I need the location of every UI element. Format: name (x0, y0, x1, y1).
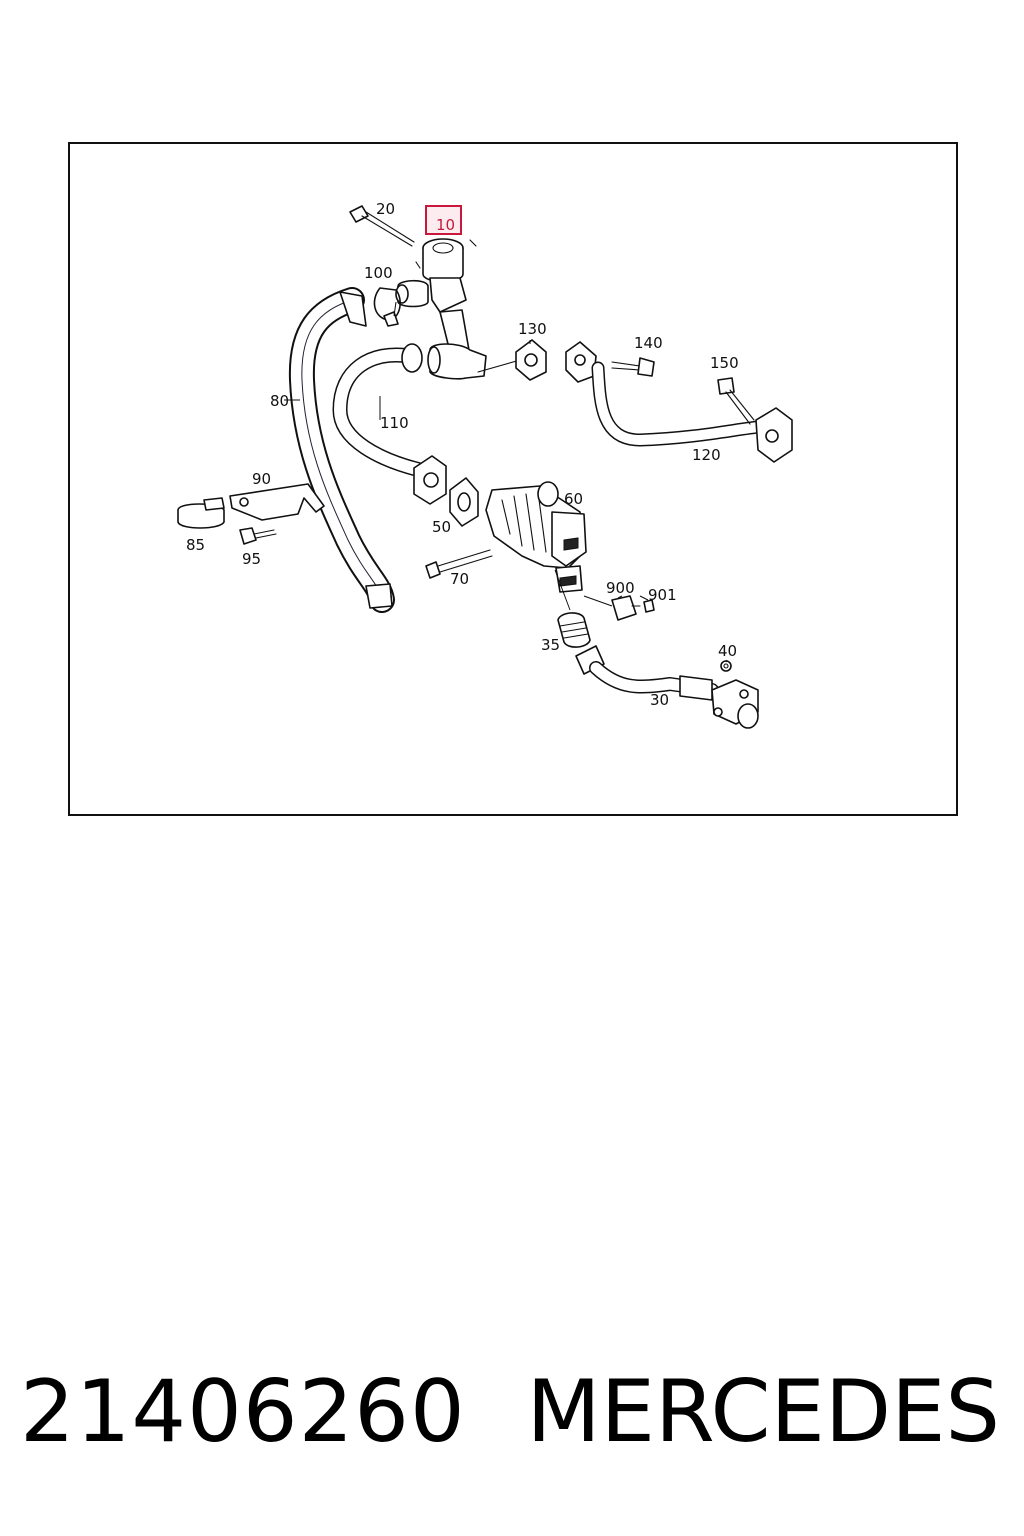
part-70-bolt[interactable] (425, 549, 493, 579)
part-130-gasket[interactable] (515, 339, 547, 381)
part-35-fitting[interactable] (557, 612, 591, 648)
part-110-pipe[interactable] (332, 343, 447, 505)
part-30-pipe[interactable] (575, 645, 759, 729)
callout-20[interactable]: 20 (376, 200, 395, 218)
callout-140[interactable]: 140 (634, 334, 663, 352)
part-120-pipe[interactable] (565, 341, 793, 463)
highlight-box (425, 205, 462, 235)
part-20-bolt[interactable] (349, 205, 415, 247)
callout-35[interactable]: 35 (541, 636, 560, 654)
callout-70[interactable]: 70 (450, 570, 469, 588)
part-40-nut[interactable] (720, 660, 732, 672)
callout-95[interactable]: 95 (242, 550, 261, 568)
callout-80[interactable]: 80 (270, 392, 289, 410)
callout-90[interactable]: 90 (252, 470, 271, 488)
callout-100[interactable]: 100 (364, 264, 393, 282)
callout-40[interactable]: 40 (718, 642, 737, 660)
callout-900[interactable]: 900 (606, 579, 635, 597)
callout-901[interactable]: 901 (648, 586, 677, 604)
callout-30[interactable]: 30 (650, 691, 669, 709)
part-901-pin[interactable] (643, 599, 655, 613)
callout-10[interactable]: 10 (436, 216, 455, 234)
leader-lines (284, 301, 728, 663)
callout-labels: 10 20 100 80 130 140 150 110 120 90 85 9… (186, 200, 739, 709)
diagram-frame (68, 142, 958, 816)
part-900-connector[interactable] (611, 595, 641, 621)
callout-130[interactable]: 130 (518, 320, 547, 338)
callout-110[interactable]: 110 (380, 414, 409, 432)
footer: 21406260 MERCEDES (0, 1352, 1024, 1472)
part-150-bolt[interactable] (717, 377, 755, 425)
part-95-bolt[interactable] (239, 527, 277, 545)
part-50-gasket[interactable] (449, 477, 479, 527)
callout-150[interactable]: 150 (710, 354, 739, 372)
callout-50[interactable]: 50 (432, 518, 451, 536)
part-80-hose[interactable] (288, 287, 395, 613)
callout-120[interactable]: 120 (692, 446, 721, 464)
part-85-clamp[interactable] (177, 497, 225, 529)
callout-60[interactable]: 60 (564, 490, 583, 508)
part-number: 21406260 (20, 1362, 466, 1462)
part-140-bolt[interactable] (611, 357, 655, 377)
part-100-clamp[interactable] (373, 287, 401, 327)
brand-name: MERCEDES (526, 1362, 1000, 1462)
part-60-egr-valve[interactable] (485, 481, 587, 593)
part-90-bracket[interactable] (229, 483, 325, 521)
callout-85[interactable]: 85 (186, 536, 205, 554)
part-10-valve[interactable] (395, 238, 521, 380)
